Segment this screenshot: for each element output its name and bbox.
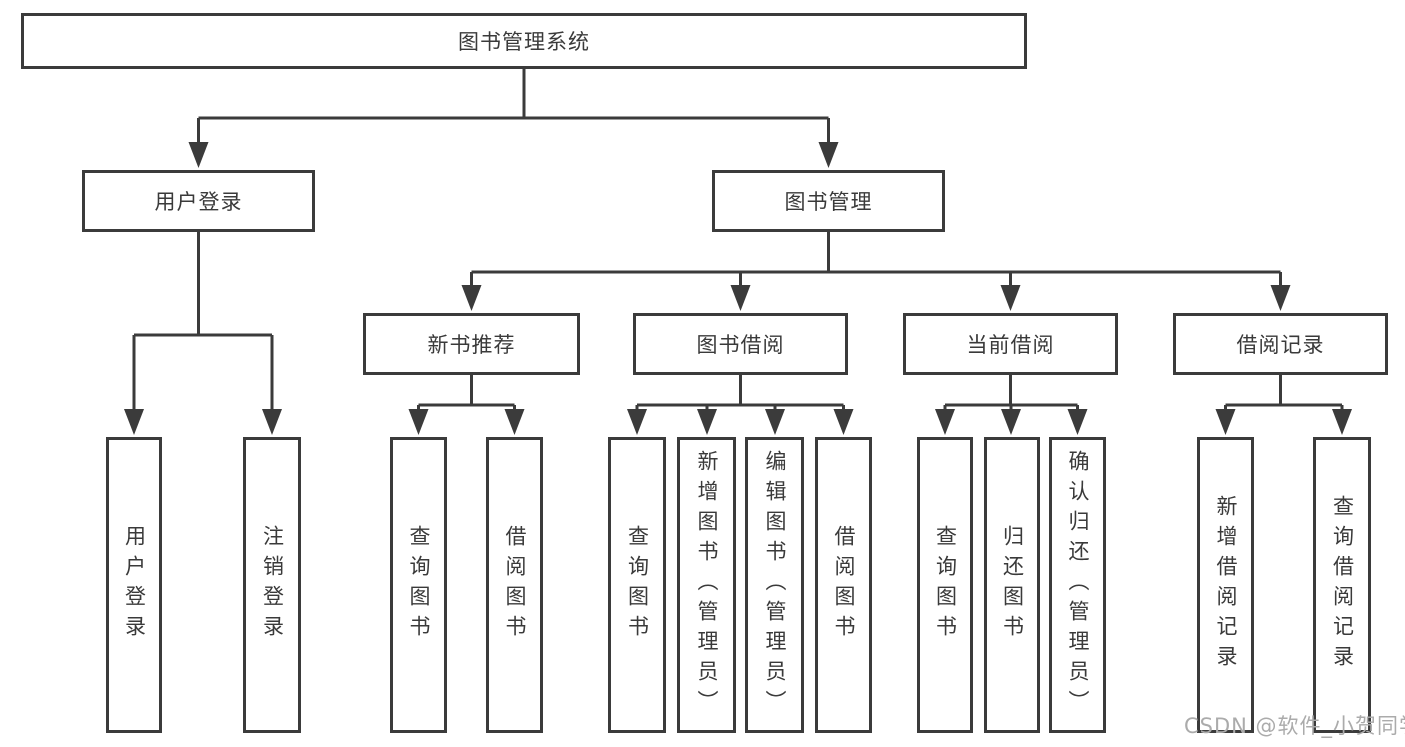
arrowhead-icon [1332,409,1352,435]
leaf-label: 查询图书 [933,525,958,645]
node-borrowing-records: 借阅记录 [1173,313,1388,375]
leaf-label: 查询借阅记录 [1330,495,1355,675]
node-leaf-confirm-return-admin: 确认归还（管理员） [1049,437,1106,733]
arrowhead-icon [935,409,955,435]
leaf-label: 确认归还（管理员） [1066,450,1090,720]
arrowhead-icon [461,285,482,311]
arrowhead-icon [833,409,854,435]
arrowhead-icon [188,142,209,168]
node-current-borrowing: 当前借阅 [903,313,1118,375]
arrowhead-icon [124,409,144,435]
arrowhead-icon [818,142,839,168]
arrowhead-icon [765,409,785,435]
arrowhead-icon [504,409,525,435]
node-leaf-borrow-books: 借阅图书 [815,437,872,733]
arrowhead-icon [1270,285,1291,311]
node-leaf-query-borrow-record: 查询借阅记录 [1313,437,1371,733]
leaf-label: 新增借阅记录 [1214,495,1238,675]
arrowhead-icon [408,409,429,435]
node-book-management-branch: 图书管理 [712,170,945,232]
leaf-label: 查询图书 [407,525,431,645]
node-leaf-add-borrow-record: 新增借阅记录 [1197,437,1254,733]
node-book-borrowing: 图书借阅 [633,313,848,375]
node-leaf-borrow-books-recommend: 借阅图书 [486,437,543,733]
leaf-label: 归还图书 [1000,525,1025,645]
leaf-label: 注销登录 [260,525,285,645]
leaf-label: 查询图书 [625,525,650,645]
leaf-label: 编辑图书（管理员） [763,450,787,720]
arrowhead-icon [730,285,751,311]
watermark: CSDN @软件_小贺同学 [1184,714,1405,738]
leaf-label: 新增图书（管理员） [695,450,719,720]
arrowhead-icon [1000,285,1021,311]
node-leaf-user-login: 用户登录 [106,437,162,733]
arrowhead-icon [697,409,717,435]
arrowhead-icon [1067,409,1088,435]
node-user-login-branch: 用户登录 [82,170,315,232]
leaf-label: 用户登录 [122,525,147,645]
node-library-management-system: 图书管理系统 [21,13,1027,69]
node-leaf-query-books-current: 查询图书 [917,437,973,733]
node-leaf-query-books-borrowing: 查询图书 [608,437,666,733]
node-leaf-query-books-recommend: 查询图书 [390,437,447,733]
node-leaf-add-books-admin: 新增图书（管理员） [677,437,736,733]
arrowhead-icon [262,409,282,435]
node-leaf-logout: 注销登录 [243,437,301,733]
node-leaf-return-books: 归还图书 [984,437,1040,733]
leaf-label: 借阅图书 [503,525,527,645]
node-new-book-recommend: 新书推荐 [363,313,580,375]
leaf-label: 借阅图书 [832,525,856,645]
arrowhead-icon [1001,409,1021,435]
arrowhead-icon [627,409,647,435]
node-leaf-edit-books-admin: 编辑图书（管理员） [745,437,804,733]
arrowhead-icon [1215,409,1236,435]
